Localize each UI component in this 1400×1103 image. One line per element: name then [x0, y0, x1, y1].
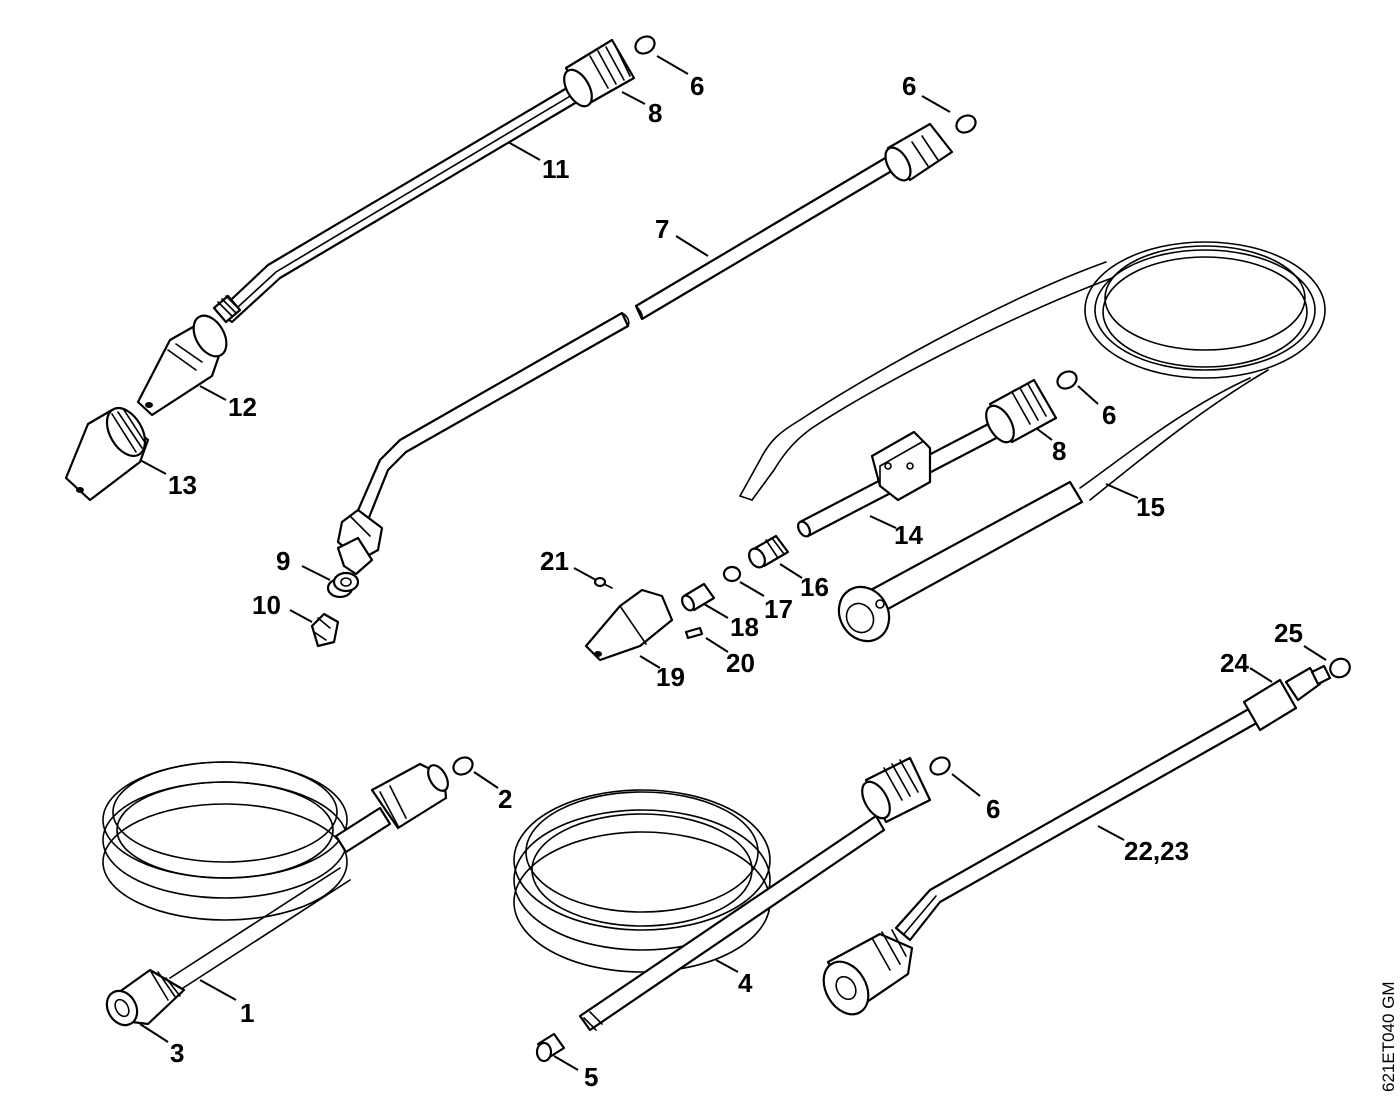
- lance-11: [212, 35, 656, 324]
- callout-6: 6: [986, 794, 1000, 824]
- fitting-24: [1242, 664, 1332, 732]
- callout-3: 3: [170, 1038, 184, 1068]
- leader-lines: [139, 55, 1327, 1071]
- threaded-tip-11: [212, 294, 242, 324]
- hex-fitting-7: [336, 508, 384, 576]
- cap-5: [535, 1032, 566, 1063]
- hose-1: [102, 756, 474, 1027]
- callout-24: 24: [1220, 648, 1249, 678]
- callout-7: 7: [655, 214, 669, 244]
- part-16: [748, 534, 790, 569]
- callout-6: 6: [902, 71, 916, 101]
- callout-4: 4: [738, 968, 753, 998]
- lance-7: [336, 114, 977, 576]
- callout-20: 20: [726, 648, 755, 678]
- hose-4: [513, 756, 951, 1032]
- callout-6: 6: [1102, 400, 1116, 430]
- o-ring-6-b: [955, 114, 977, 134]
- callout-17: 17: [764, 594, 793, 624]
- part-10: [310, 612, 340, 648]
- callout-8: 8: [648, 98, 662, 128]
- callout-1: 1: [240, 998, 254, 1028]
- callout-5: 5: [584, 1062, 598, 1092]
- nut-8-middle: [985, 378, 1058, 444]
- callout-14: 14: [894, 520, 923, 550]
- reference-code: 621ET040 GM: [1379, 981, 1398, 1092]
- nozzle-13: [64, 407, 150, 502]
- nozzle-12: [136, 314, 228, 417]
- o-ring-6-d: [929, 756, 951, 776]
- lance-22-23: [822, 657, 1351, 1016]
- hose-15: [739, 241, 1326, 643]
- callout-19: 19: [656, 662, 685, 692]
- callout-16: 16: [800, 572, 829, 602]
- coupling-1: [370, 762, 449, 830]
- callout-15: 15: [1136, 492, 1165, 522]
- part-9: [326, 571, 360, 599]
- clamp-14: [797, 370, 1078, 538]
- callout-10: 10: [252, 590, 281, 620]
- o-ring-25: [1329, 657, 1351, 679]
- o-ring-2: [452, 756, 474, 776]
- callout-18: 18: [730, 612, 759, 642]
- nut-8-top: [563, 38, 636, 108]
- callout-25: 25: [1274, 618, 1303, 648]
- callout-9: 9: [276, 546, 290, 576]
- callout-2: 2: [498, 784, 512, 814]
- callout-13: 13: [168, 470, 197, 500]
- callout-6: 6: [690, 71, 704, 101]
- nut-7-top: [884, 122, 954, 182]
- o-ring-17: [722, 565, 742, 583]
- fitting-3: [105, 968, 186, 1027]
- screw-21: [593, 576, 613, 589]
- o-ring-6-a: [634, 35, 656, 55]
- nut-4: [861, 756, 932, 824]
- callout-12: 12: [228, 392, 257, 422]
- callout-8: 8: [1052, 436, 1066, 466]
- callout-21: 21: [540, 546, 569, 576]
- o-ring-6-c: [1056, 370, 1078, 390]
- part-19: [584, 588, 674, 662]
- nut-22: [822, 929, 914, 1016]
- part-18: [681, 582, 716, 612]
- callout-22-23: 22,23: [1124, 836, 1189, 866]
- pin-20: [684, 626, 704, 640]
- callout-labels: 6 8 11 6 7 6 8 15 14 16 17 18 19 20 21 9…: [168, 71, 1303, 1092]
- callout-11: 11: [542, 154, 570, 184]
